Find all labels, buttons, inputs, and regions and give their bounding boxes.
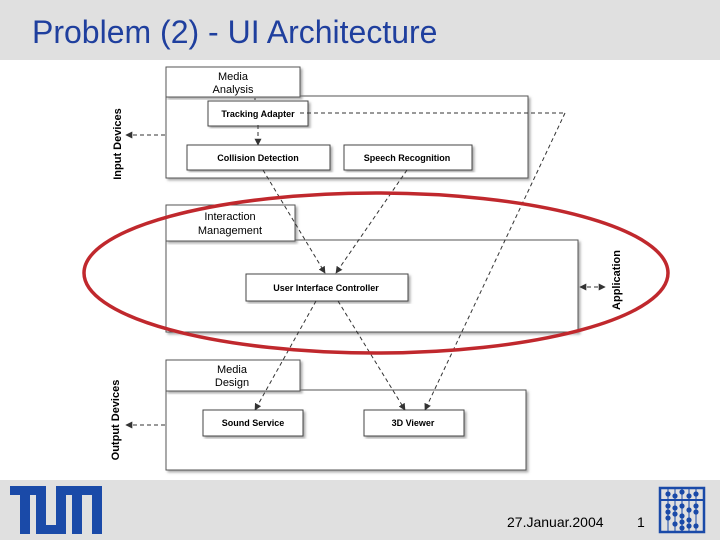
highlight-ellipse [82,191,670,355]
sound-service-label: Sound Service [222,418,285,428]
page-number: 1 [637,514,645,530]
interaction-management-layer: Interaction Management [165,204,579,333]
collision-detection-box: Collision Detection [186,144,331,171]
abacus-icon [658,486,706,534]
media-analysis-label-line2: Analysis [213,84,254,96]
speech-recognition-label: Speech Recognition [364,153,451,163]
arrow-collision-to-uic [262,169,326,274]
user-interface-controller-box: User Interface Controller [245,273,409,302]
arrow-tracking-to-3dviewer [424,112,566,411]
sound-service-box: Sound Service [202,409,304,437]
tum-logo [10,486,102,534]
media-design-label-line2: Design [215,377,249,389]
title-bar [0,0,720,60]
viewer-3d-label: 3D Viewer [392,418,435,428]
viewer-3d-box: 3D Viewer [363,409,465,437]
speech-recognition-box: Speech Recognition [343,144,473,171]
output-devices-label: Output Devices [110,380,122,461]
interaction-management-label-line1: Interaction [204,211,255,223]
collision-detection-label: Collision Detection [217,153,299,163]
input-devices-label: Input Devices [112,108,124,180]
connection-arrows [125,98,606,429]
interaction-management-label-line2: Management [198,225,262,237]
user-interface-controller-label: User Interface Controller [273,283,379,293]
media-design-label-line1: Media [217,364,248,376]
arrow-uic-to-3dviewer [337,300,406,411]
application-label: Application [611,250,623,310]
tracking-adapter-label: Tracking Adapter [221,109,295,119]
media-analysis-label-line1: Media [218,71,249,83]
footer-bar [0,480,720,540]
slide-title: Problem (2) - UI Architecture [32,14,438,50]
date-label: 27.Januar.2004 [507,514,604,530]
tracking-adapter-box: Tracking Adapter [207,100,309,127]
